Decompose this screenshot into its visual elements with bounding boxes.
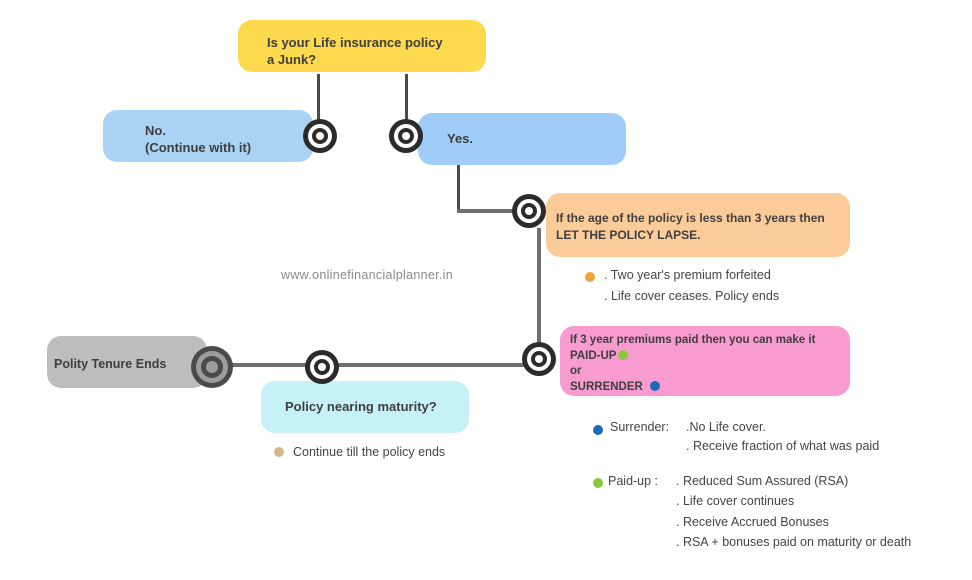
lapse-note-1: . Two year's premium forfeited xyxy=(604,268,771,282)
maturity-text: Policy nearing maturity? xyxy=(285,399,437,414)
lapse-text-line1: If the age of the policy is less than 3 … xyxy=(556,211,825,225)
tan-dot xyxy=(274,447,284,457)
paidup-green-dot xyxy=(593,478,603,488)
question-text-line1: Is your Life insurance policy xyxy=(267,35,443,50)
maturity-box: Policy nearing maturity? xyxy=(261,381,469,433)
yes-text: Yes. xyxy=(447,131,474,146)
no-text-line1: No. xyxy=(145,123,166,138)
paidup-note-1: . Reduced Sum Assured (RSA) xyxy=(676,474,849,488)
paidup-note-2: . Life cover continues xyxy=(676,494,795,508)
paidup-note-3: . Receive Accrued Bonuses xyxy=(676,515,829,529)
surrender-note-1: .No Life cover. xyxy=(686,420,766,434)
paidup-box: If 3 year premiums paid then you can mak… xyxy=(560,326,850,396)
paidup-text-line3: or xyxy=(570,365,582,377)
green-dot xyxy=(618,349,629,360)
target-maturity-icon xyxy=(304,349,340,385)
connector-paidup-to-ends xyxy=(228,363,524,367)
paidup-note-4: . RSA + bonuses paid on maturity or deat… xyxy=(676,535,912,549)
surrender-label: Surrender: xyxy=(610,420,670,434)
watermark: www.onlinefinancialplanner.in xyxy=(281,268,453,282)
blue-dot xyxy=(650,380,661,391)
connector-question-to-yes xyxy=(405,74,408,124)
paidup-text-line4: SURRENDER xyxy=(570,380,643,393)
connector-lapse-to-paidup xyxy=(537,228,541,344)
yes-box: Yes. xyxy=(418,113,626,165)
paidup-label: Paid-up : xyxy=(608,474,659,488)
no-box: No. (Continue with it) xyxy=(103,110,313,162)
target-ends-icon xyxy=(190,345,234,389)
lapse-box: If the age of the policy is less than 3 … xyxy=(546,193,850,257)
target-lapse-icon xyxy=(511,193,547,229)
maturity-note: Continue till the policy ends xyxy=(293,445,446,459)
target-no-icon xyxy=(302,118,338,154)
paidup-text-line1: If 3 year premiums paid then you can mak… xyxy=(570,334,816,346)
paidup-text-line2-wrap: PAID-UP xyxy=(570,349,850,365)
connector-yes-down xyxy=(457,165,460,212)
connector-yes-to-lapse xyxy=(457,209,523,213)
orange-dot xyxy=(585,272,595,282)
connector-question-to-no xyxy=(317,74,320,124)
question-text-line2: a Junk? xyxy=(267,52,317,67)
paidup-text-line2: PAID-UP xyxy=(570,349,617,362)
surrender-blue-dot xyxy=(593,425,603,435)
question-box: Is your Life insurance policy a Junk? xyxy=(238,20,486,72)
target-yes-icon xyxy=(388,118,424,154)
no-text-line2: (Continue with it) xyxy=(145,140,252,155)
lapse-text-line2: LET THE POLICY LAPSE. xyxy=(556,228,701,242)
paidup-text-line4-wrap: SURRENDER xyxy=(570,380,850,396)
lapse-note-2: . Life cover ceases. Policy ends xyxy=(604,289,780,303)
target-paidup-icon xyxy=(521,341,557,377)
ends-text: Polity Tenure Ends xyxy=(54,357,167,371)
surrender-note-2: . Receive fraction of what was paid xyxy=(686,439,880,453)
ends-box: Polity Tenure Ends xyxy=(47,336,207,388)
